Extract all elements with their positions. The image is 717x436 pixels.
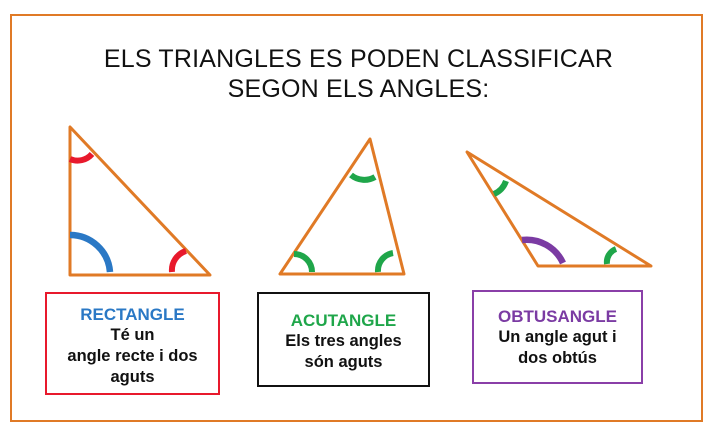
diagram-frame [10,14,703,422]
card-acutangle-line-1: Els tres angles [285,332,402,350]
card-acutangle: ACUTANGLE Els tres angles són aguts [257,292,430,387]
right-triangle-right-angle-arc [69,231,114,273]
acute-triangle-right-angle-arc [374,250,394,273]
card-rectangle-title: RECTANGLE [80,305,185,324]
obtuse-triangle-obtuse-angle-arc [521,236,566,265]
right-triangle-top-angle-arc [68,151,95,164]
card-obtusangle-title: OBTUSANGLE [498,307,617,326]
obtuse-triangle-top-angle-arc [492,179,509,197]
card-acutangle-line-2: són aguts [304,353,383,371]
card-rectangle-line-3: aguts [110,368,155,386]
obtuse-triangle-right-angle-arc [603,246,618,265]
card-obtusangle-line-1: Un angle agut i [498,328,617,346]
card-rectangle-line-1: Té un [110,326,155,344]
title-line-2: SEGON ELS ANGLES: [227,75,490,103]
acute-triangle [278,137,406,276]
title-line-1: ELS TRIANGLES ES PODEN CLASSIFICAR [103,45,614,73]
right-triangle-bottom-angle-arc [168,248,188,273]
obtuse-triangle [465,150,653,268]
acute-triangle-top-angle-arc [349,172,377,183]
card-rectangle-line-2: angle recte i dos [67,347,198,365]
page-title: ELS TRIANGLES ES PODEN CLASSIFICAR SEGON… [0,44,717,104]
right-triangle [68,125,212,277]
card-acutangle-title: ACUTANGLE [290,311,397,330]
card-obtusangle: OBTUSANGLE Un angle agut i dos obtús [472,290,643,384]
card-rectangle: RECTANGLE Té un angle recte i dos aguts [45,292,220,395]
acute-triangle-left-angle-arc [293,251,315,273]
card-obtusangle-line-2: dos obtús [518,349,597,367]
